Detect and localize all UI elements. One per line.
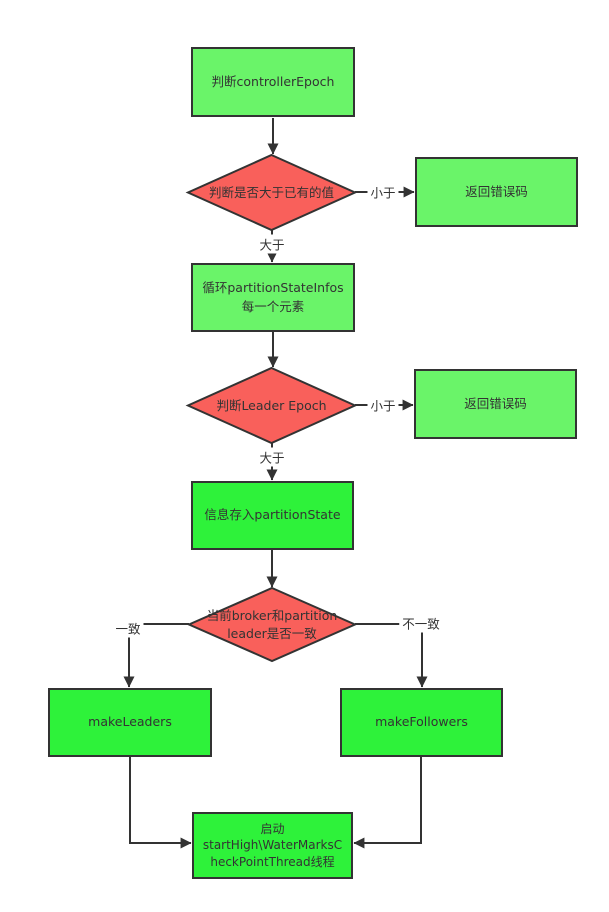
decision-diamond-broker-partition-leader bbox=[186, 586, 358, 663]
decision-diamond-leader-epoch bbox=[185, 366, 358, 445]
edge-label-less-than-middle: 小于 bbox=[367, 395, 399, 415]
node-return-error-top: 返回错误码 bbox=[415, 157, 578, 227]
node-judge-controller-epoch: 判断controllerEpoch bbox=[191, 47, 355, 117]
edge-label-less-than-top: 小于 bbox=[367, 182, 399, 202]
node-start-highwatermark-checkpoint-thread: 启动 startHigh\WaterMarksC heckPointThread… bbox=[192, 812, 353, 879]
edge-label-match: 一致 bbox=[112, 618, 144, 638]
node-make-followers: makeFollowers bbox=[340, 688, 503, 757]
edge-label-greater-than-middle: 大于 bbox=[256, 447, 288, 467]
node-return-error-middle: 返回错误码 bbox=[414, 369, 577, 439]
edge-label-mismatch: 不一致 bbox=[399, 613, 443, 633]
connector-makeleaders-to-start bbox=[129, 757, 192, 849]
decision-diamond-greater-than-existing bbox=[185, 153, 358, 232]
connector-diamond3-mismatch bbox=[355, 623, 428, 688]
node-store-partition-state: 信息存入partitionState bbox=[191, 481, 354, 550]
connector-makefollowers-to-start bbox=[353, 757, 422, 849]
node-make-leaders: makeLeaders bbox=[48, 688, 212, 757]
node-loop-partition-state-infos: 循环partitionStateInfos 每一个元素 bbox=[191, 263, 355, 332]
edge-label-greater-than-top: 大于 bbox=[256, 234, 288, 254]
